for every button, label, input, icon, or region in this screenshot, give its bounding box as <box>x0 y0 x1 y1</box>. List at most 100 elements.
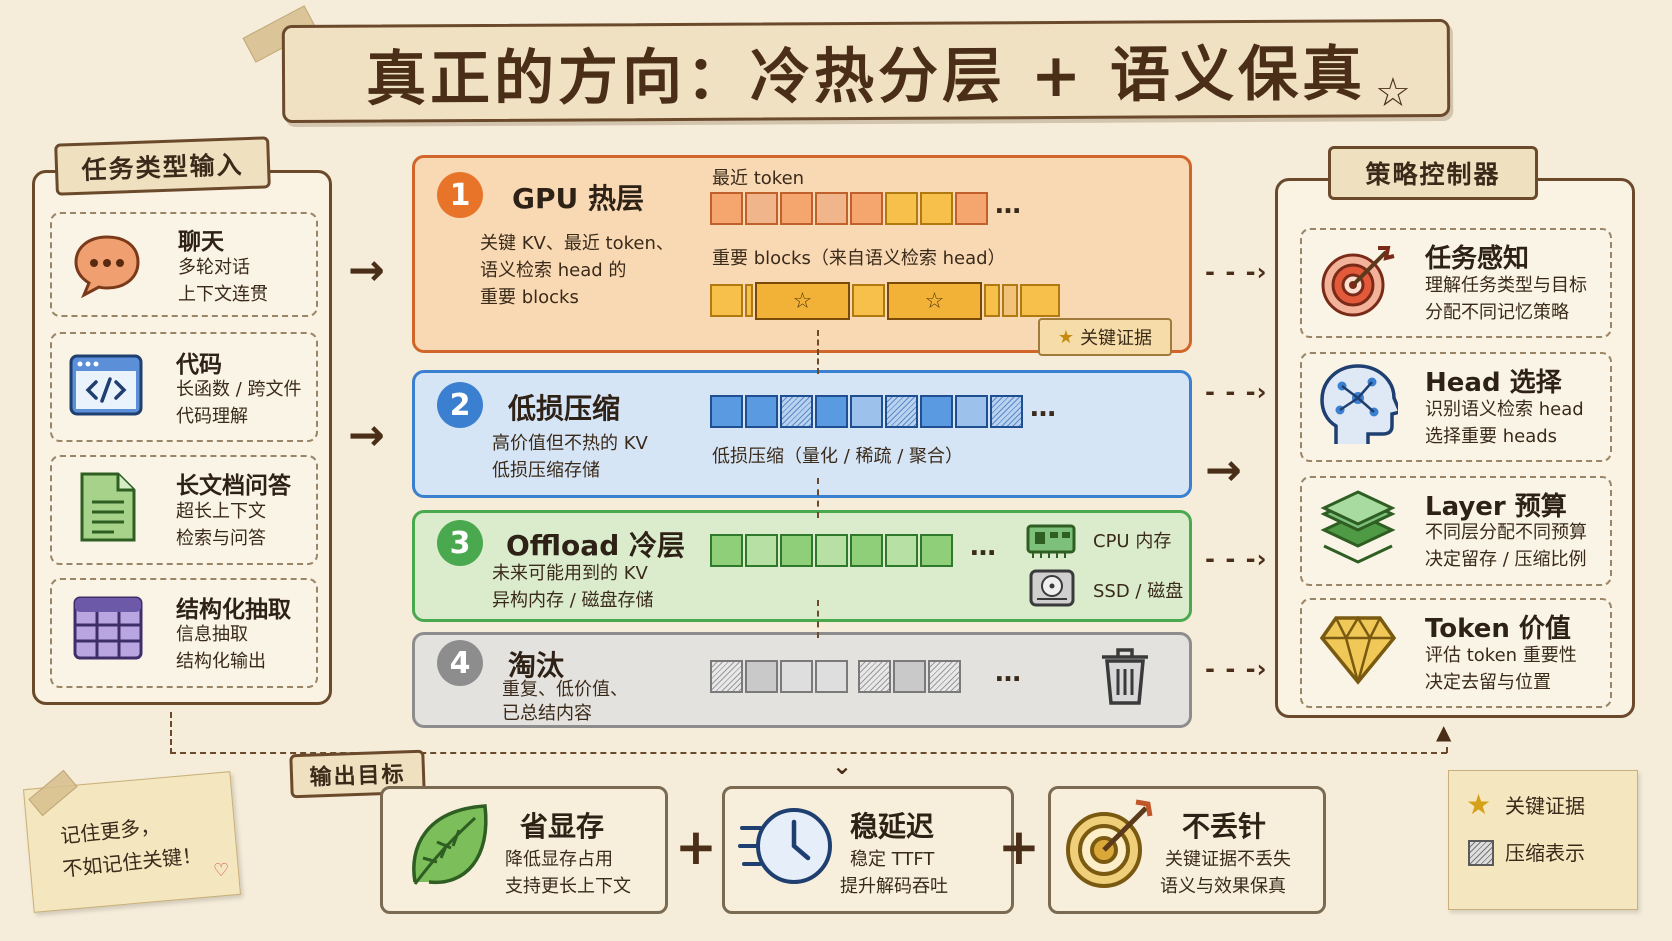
tier-desc-line: 已总结内容 <box>502 703 592 724</box>
policy-line-token-1: 评估 token 重要性 <box>1425 645 1577 666</box>
policy-title-token: Token 价值 <box>1425 614 1571 644</box>
tier-title: 低损压缩 <box>508 392 621 425</box>
input-line-code-1: 长函数 / 跨文件 <box>176 379 302 400</box>
important-blocks-label: 重要 blocks（来自语义检索 head） <box>712 248 1006 269</box>
token-block <box>850 395 883 428</box>
recent-token-blocks <box>710 192 1000 228</box>
output-flow-line <box>170 752 1447 754</box>
tier-number-badge: 1 <box>437 172 483 218</box>
tier-desc-line: 语义检索 head 的 <box>480 260 627 281</box>
token-block <box>955 395 988 428</box>
token-block <box>745 534 778 567</box>
token-block <box>710 192 743 225</box>
diamond-icon <box>1318 612 1398 690</box>
input-title-extraction: 结构化抽取 <box>176 597 291 623</box>
dashed-arrow-icon: - - -› <box>1205 545 1268 573</box>
token-block <box>815 660 848 693</box>
hatched-square-icon <box>1468 840 1494 866</box>
token-block <box>780 534 813 567</box>
input-line-code-2: 代码理解 <box>176 406 248 427</box>
dashed-arrow-icon: - - -› <box>1205 378 1268 406</box>
tier-desc-line: 高价值但不热的 KV <box>492 433 648 454</box>
policy-line-head-2: 选择重要 heads <box>1425 426 1558 447</box>
output-title: 稳延迟 <box>850 810 935 843</box>
output-line: 语义与效果保真 <box>1160 876 1286 897</box>
ssd-disk-label: SSD / 磁盘 <box>1093 581 1184 602</box>
tier-desc-line: 异构内存 / 磁盘存储 <box>492 590 654 611</box>
token-block <box>928 660 961 693</box>
star-icon: ☆ <box>1375 70 1411 116</box>
token-block <box>745 192 778 225</box>
offloaded-blocks <box>710 534 960 570</box>
token-block <box>815 395 848 428</box>
ellipsis: … <box>995 190 1023 220</box>
token-block <box>885 192 918 225</box>
plus-sign: + <box>998 818 1040 876</box>
tier-number-badge: 3 <box>437 520 483 566</box>
legend-label: 关键证据 <box>1505 794 1585 818</box>
output-line: 支持更长上下文 <box>505 876 631 897</box>
title-banner: 真正的方向：冷热分层 + 语义保真 <box>281 18 1451 124</box>
page-title: 真正的方向：冷热分层 + 语义保真 <box>365 38 1367 115</box>
table-icon <box>72 595 144 665</box>
output-title: 不丢针 <box>1182 810 1267 843</box>
token-block <box>885 534 918 567</box>
token-block <box>1020 284 1060 317</box>
evicted-blocks <box>710 660 990 696</box>
token-block <box>893 660 926 693</box>
input-title-code: 代码 <box>176 352 222 378</box>
ellipsis: … <box>995 658 1023 688</box>
code-window-icon <box>68 353 144 421</box>
token-block <box>745 660 778 693</box>
tier-desc-line: 关键 KV、最近 token、 <box>480 233 674 254</box>
input-panel-label: 任务类型输入 <box>54 136 271 196</box>
legend-label: 压缩表示 <box>1505 841 1585 865</box>
token-block <box>920 395 953 428</box>
policy-line-layer-1: 不同层分配不同预算 <box>1425 522 1587 543</box>
token-block <box>780 660 813 693</box>
output-flow-line <box>1446 735 1448 753</box>
token-block <box>710 395 743 428</box>
tier-number-badge: 4 <box>437 640 483 686</box>
input-line-document-2: 检索与问答 <box>176 528 266 549</box>
tier-desc-line: 重要 blocks <box>480 287 579 308</box>
ellipsis: … <box>1030 393 1058 423</box>
policy-title-head: Head 选择 <box>1425 368 1562 398</box>
target-icon <box>1318 240 1398 324</box>
output-line: 提升解码吞吐 <box>840 876 948 897</box>
document-icon <box>78 470 138 548</box>
input-line-extraction-2: 结构化输出 <box>176 651 266 672</box>
token-block <box>1002 284 1018 317</box>
token-block <box>955 192 988 225</box>
tier-title: GPU 热层 <box>512 182 644 215</box>
output-line: 降低显存占用 <box>505 849 613 870</box>
dashed-arrow-icon: - - -› <box>1205 655 1268 683</box>
up-arrow-icon: ▲ <box>1436 720 1452 744</box>
token-block <box>815 534 848 567</box>
tier-desc-line: 低损压缩存储 <box>492 460 600 481</box>
token-block <box>780 192 813 225</box>
policy-line-task-1: 理解任务类型与目标 <box>1425 275 1587 296</box>
output-line: 关键证据不丢失 <box>1165 849 1291 870</box>
layers-icon <box>1318 486 1398 576</box>
token-block <box>858 660 891 693</box>
output-title: 省显存 <box>520 810 605 843</box>
token-block <box>815 192 848 225</box>
important-blocks: ☆☆ <box>710 282 1080 322</box>
token-block <box>990 395 1023 428</box>
policy-line-token-2: 决定去留与位置 <box>1425 672 1551 693</box>
input-title-document: 长文档问答 <box>176 473 291 499</box>
dashed-arrow-icon: - - -› <box>1205 258 1268 286</box>
token-block <box>710 284 743 317</box>
input-line-extraction-1: 信息抽取 <box>176 624 248 645</box>
key-evidence-block: ☆ <box>755 282 850 320</box>
arrow-right-icon: → <box>348 410 385 461</box>
output-flow-line <box>170 712 172 754</box>
compressed-blocks <box>710 395 1030 431</box>
heart-icon: ♡ <box>213 860 230 881</box>
input-line-chat-2: 上下文连贯 <box>178 284 268 305</box>
chat-bubble-icon <box>72 233 142 303</box>
input-title-chat: 聊天 <box>178 229 224 255</box>
arrow-right-icon: → <box>348 245 385 296</box>
bullseye-icon <box>1062 796 1158 896</box>
